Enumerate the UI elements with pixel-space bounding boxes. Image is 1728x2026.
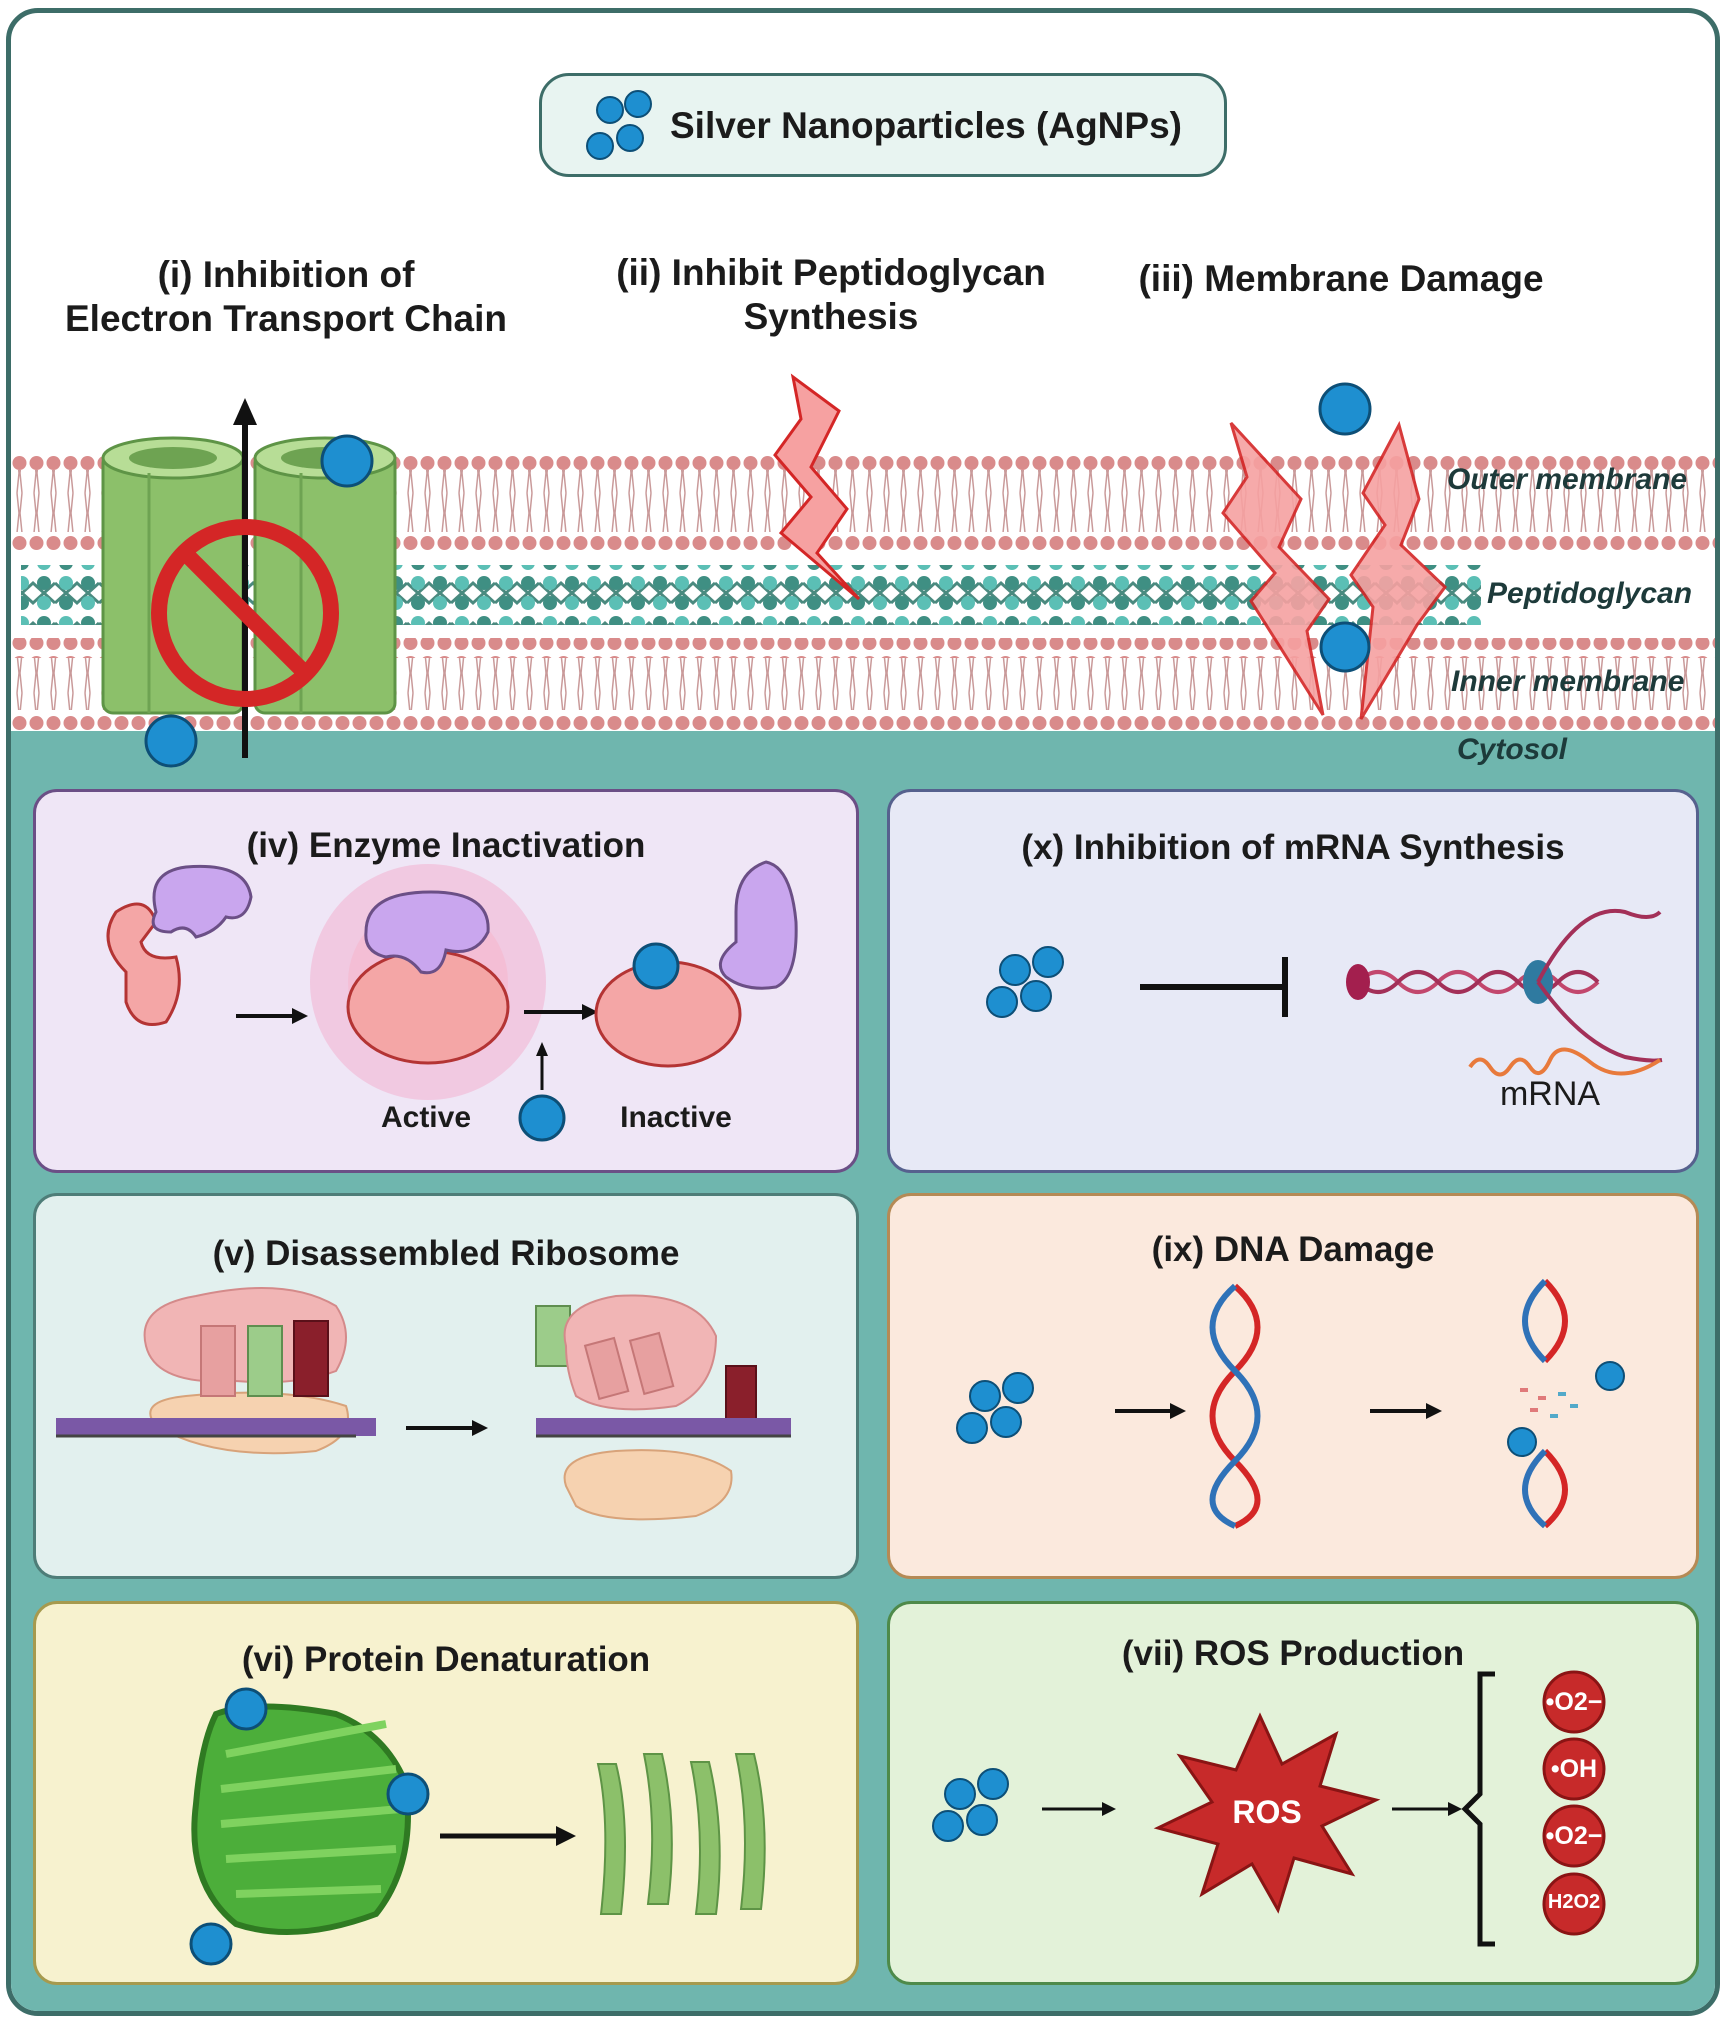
- mech-ii-line1: (ii) Inhibit Peptidoglycan: [616, 252, 1046, 293]
- panel-ros-production: (vii) ROS Production ROS •O2− •OH •O2− H…: [887, 1601, 1699, 1985]
- panel-title: (v) Disassembled Ribosome: [212, 1234, 680, 1273]
- inner-membrane-bottom: [11, 710, 1715, 730]
- ros-label: ROS: [1232, 1794, 1302, 1830]
- lightning-icon: [1349, 420, 1447, 720]
- ribosome-illustration: [56, 1287, 791, 1521]
- nanoparticle-icon: [144, 714, 198, 768]
- outer-membrane-top: [11, 450, 1715, 470]
- prohibited-icon: [151, 519, 339, 707]
- figure-frame: Silver Nanoparticles (AgNPs) (i) Inhibit…: [6, 8, 1720, 2016]
- mech-ii-line2: Synthesis: [743, 295, 919, 337]
- panel-mrna-inhibition: (x) Inhibition of mRNA Synthesis mRNA: [887, 789, 1699, 1173]
- label-inner-membrane: Inner membrane: [1451, 665, 1685, 698]
- legend-title: Silver Nanoparticles (AgNPs): [670, 105, 1182, 146]
- label-active: Active: [380, 1101, 472, 1134]
- nanoparticle-cluster-icon: [586, 90, 652, 160]
- mech-iii-title: (iii) Membrane Damage: [1138, 258, 1544, 299]
- lightning-icon: [1221, 421, 1331, 716]
- panel-disassembled-ribosome: (v) Disassembled Ribosome: [33, 1193, 859, 1579]
- label-outer-membrane: Outer membrane: [1447, 463, 1688, 496]
- dna-illustration: [956, 1278, 1625, 1529]
- nanoparticle-icon: [1318, 382, 1372, 436]
- ros-species-peroxide: H2O2: [1547, 1891, 1601, 1913]
- ros-species-hydroxyl: •OH: [1550, 1755, 1598, 1783]
- panel-title: (vi) Protein Denaturation: [241, 1640, 651, 1679]
- ros-species-superoxide: •O2−: [1545, 1822, 1603, 1850]
- nanoparticle-icon: [320, 434, 374, 488]
- legend-box: Silver Nanoparticles (AgNPs): [539, 73, 1227, 177]
- enzyme-illustration: [106, 860, 798, 1142]
- panel-protein-denaturation: (vi) Protein Denaturation: [33, 1601, 859, 1985]
- nanoparticle-icon: [1319, 621, 1371, 673]
- mech-i-line1: (i) Inhibition of: [157, 254, 415, 295]
- mech-ii-title: (ii) Inhibit Peptidoglycan Synthesis: [571, 251, 1091, 338]
- panel-enzyme-inactivation: (iv) Enzyme Inactivation Active Inactive: [33, 789, 859, 1173]
- mech-i-title: (i) Inhibition of Electron Transport Cha…: [41, 253, 531, 340]
- mech-i-line2: Electron Transport Chain: [64, 297, 507, 339]
- panel-title: (vii) ROS Production: [1121, 1634, 1465, 1673]
- ros-species-superoxide: •O2−: [1545, 1688, 1603, 1716]
- label-cytosol: Cytosol: [1457, 733, 1568, 766]
- protein-illustration: [189, 1687, 766, 1966]
- panel-title: (x) Inhibition of mRNA Synthesis: [1021, 828, 1565, 867]
- ros-burst-icon: [1153, 1712, 1381, 1914]
- label-mrna: mRNA: [1499, 1075, 1601, 1113]
- panel-dna-damage: (ix) DNA Damage: [887, 1193, 1699, 1579]
- label-peptidoglycan: Peptidoglycan: [1487, 577, 1693, 610]
- panel-title: (iv) Enzyme Inactivation: [246, 826, 646, 865]
- label-inactive: Inactive: [620, 1101, 732, 1134]
- lightning-icon: [773, 373, 861, 601]
- panel-title: (ix) DNA Damage: [1151, 1230, 1435, 1269]
- ros-illustration: [932, 1670, 1606, 1947]
- cell-envelope-illustration: [11, 373, 1715, 768]
- transcription-illustration: [986, 908, 1663, 1077]
- outer-membrane-bottom: [11, 532, 1715, 552]
